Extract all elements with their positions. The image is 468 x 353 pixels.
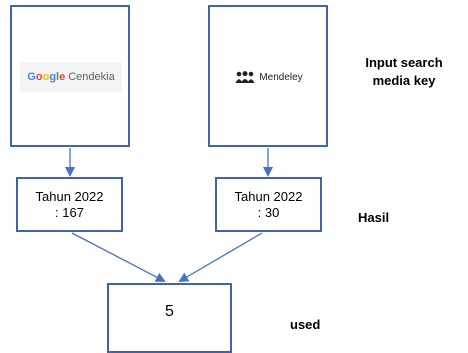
result-mendeley-year: Tahun 2022	[234, 188, 303, 204]
arrow-mendeley-result-to-used	[178, 232, 263, 283]
mendeley-wordmark: Mendeley	[259, 71, 303, 83]
mendeley-logo: Mendeley	[218, 62, 320, 92]
input-label-line1: Input search	[365, 55, 443, 70]
hasil-label: Hasil	[358, 210, 390, 225]
result-google-year: Tahun 2022	[35, 188, 104, 204]
cendekia-wordmark: Cendekia	[68, 71, 115, 83]
mendeley-people-icon	[235, 70, 255, 83]
used-count: 5	[165, 303, 174, 320]
google-wordmark: Google	[27, 71, 66, 83]
used-label: used	[290, 317, 321, 332]
input-search-label: Input search media key	[350, 54, 458, 90]
result-box-google: Tahun 2022 : 167	[16, 177, 123, 232]
result-mendeley-count: : 30	[257, 204, 280, 220]
flow-connectors	[65, 148, 273, 283]
result-box-mendeley: Tahun 2022 : 30	[215, 177, 322, 232]
input-label-line2: media key	[372, 73, 436, 88]
used-box: 5	[107, 283, 232, 353]
arrow-google-result-to-used	[71, 232, 166, 282]
source-box-mendeley: Mendeley	[208, 5, 328, 147]
result-google-count: : 167	[55, 204, 84, 220]
